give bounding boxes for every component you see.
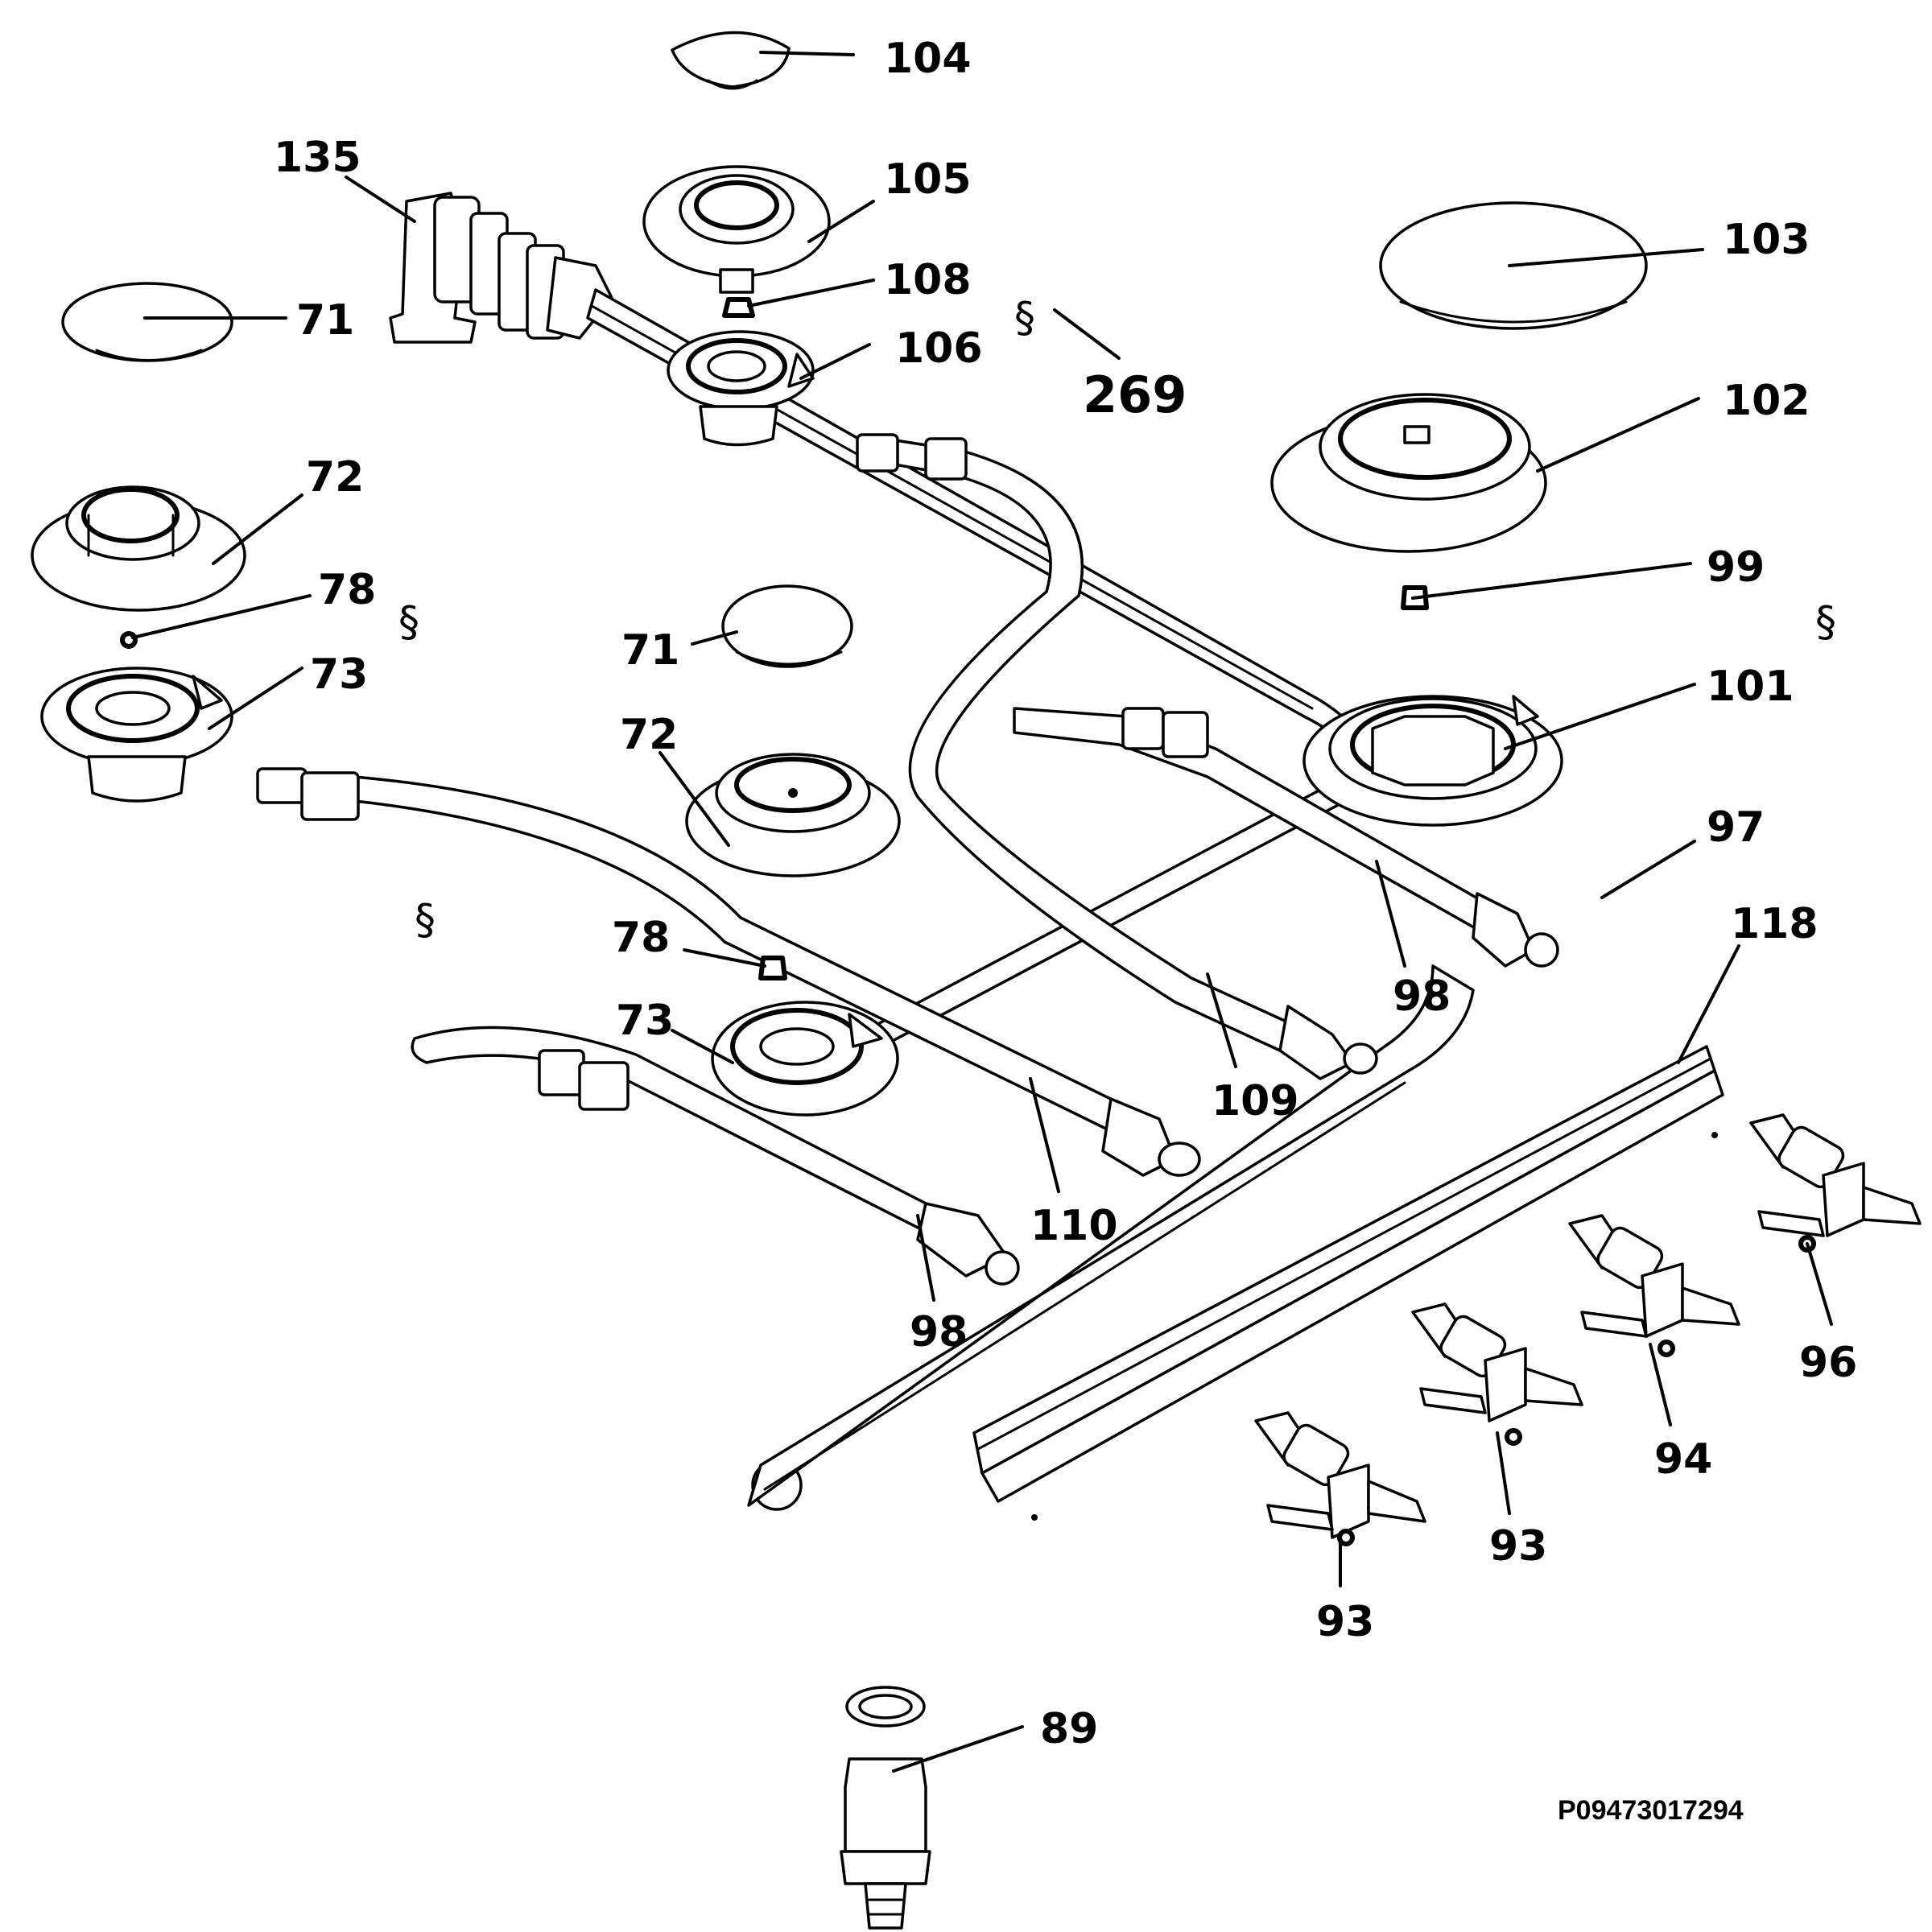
- callout-105: 105: [884, 155, 972, 204]
- part-101-burner-base-large: [1302, 695, 1563, 827]
- screw-symbol-left-glyph: §: [398, 598, 419, 646]
- part-89-gas-inlet-fitting: [840, 1686, 931, 1930]
- part-269-screw-symbol: §: [1014, 294, 1035, 342]
- callout-78-left: 78: [318, 566, 376, 614]
- callout-labels: 104 135 105 103 71 108 106 269 102 72 78…: [274, 35, 1857, 1753]
- callout-73-left: 73: [310, 650, 368, 699]
- callout-96: 96: [1799, 1339, 1857, 1387]
- part-98-gas-pipe-right: [1013, 707, 1559, 968]
- callout-94: 94: [1654, 1435, 1712, 1484]
- callout-110: 110: [1030, 1202, 1118, 1250]
- callout-98-left: 98: [910, 1308, 968, 1356]
- screw-symbol-right-glyph: §: [1815, 598, 1836, 646]
- part-106-burner-base: [667, 330, 815, 447]
- callout-93-upper: 93: [1489, 1522, 1547, 1571]
- callout-72-middle: 72: [620, 711, 678, 759]
- callout-103: 103: [1723, 216, 1810, 264]
- part-94-gas-tap: [1568, 1214, 1740, 1357]
- callout-89: 89: [1040, 1705, 1098, 1753]
- callout-72-left: 72: [306, 453, 364, 502]
- callout-109: 109: [1212, 1077, 1299, 1125]
- callout-102: 102: [1723, 377, 1810, 425]
- callout-106: 106: [895, 324, 983, 373]
- callout-104: 104: [884, 35, 972, 83]
- callout-118: 118: [1731, 900, 1818, 948]
- part-118-valve-bracket: [972, 1045, 1724, 1521]
- callout-135: 135: [274, 134, 361, 182]
- screw-symbol-right: §: [1815, 598, 1836, 646]
- part-71-burner-cap-left: [61, 282, 233, 362]
- part-71-burner-cap-middle: [721, 584, 853, 668]
- screw-symbol-left: §: [398, 598, 419, 646]
- part-96-gas-tap: [1749, 1113, 1922, 1253]
- part-78-injector-left: [120, 631, 138, 649]
- callout-99: 99: [1707, 543, 1765, 592]
- part-108-injector: [722, 297, 755, 318]
- part-72-burner-crown-left: [31, 485, 246, 612]
- part-135-gas-connector: [389, 192, 613, 344]
- part-93-gas-tap-a: [1254, 1411, 1426, 1546]
- part-73-burner-base-left: [40, 667, 233, 803]
- callout-93-lower: 93: [1316, 1598, 1374, 1646]
- callout-73-middle: 73: [616, 997, 674, 1045]
- callout-269: 269: [1083, 365, 1187, 424]
- part-269-glyph: §: [1014, 294, 1035, 342]
- part-98-gas-pipe-left: [411, 1026, 1020, 1286]
- diagram-reference-code: P09473017294: [1558, 1795, 1744, 1826]
- callout-78-middle: 78: [612, 914, 670, 962]
- screw-symbol-lower-left: §: [415, 896, 436, 944]
- part-109-gas-pipe: [856, 433, 1378, 1080]
- part-72-burner-crown-middle: [685, 753, 901, 877]
- part-93-gas-tap-b: [1411, 1302, 1583, 1446]
- callout-101: 101: [1707, 663, 1794, 711]
- part-110-gas-pipe: [256, 767, 1201, 1177]
- part-73-burner-base-middle: [711, 1001, 899, 1117]
- callout-108: 108: [884, 256, 972, 304]
- screw-symbol-lower-left-glyph: §: [415, 896, 436, 944]
- part-105-burner-crown: [642, 165, 831, 294]
- part-104-burner-cap: [671, 31, 791, 90]
- callout-97: 97: [1707, 803, 1765, 852]
- part-102-burner-crown-large: [1270, 393, 1547, 553]
- part-78-injector-middle: [758, 956, 787, 980]
- callout-98-right: 98: [1393, 972, 1451, 1021]
- callout-71-left: 71: [296, 296, 354, 345]
- leader-lines: [131, 51, 1833, 1773]
- callout-71-middle: 71: [621, 626, 679, 675]
